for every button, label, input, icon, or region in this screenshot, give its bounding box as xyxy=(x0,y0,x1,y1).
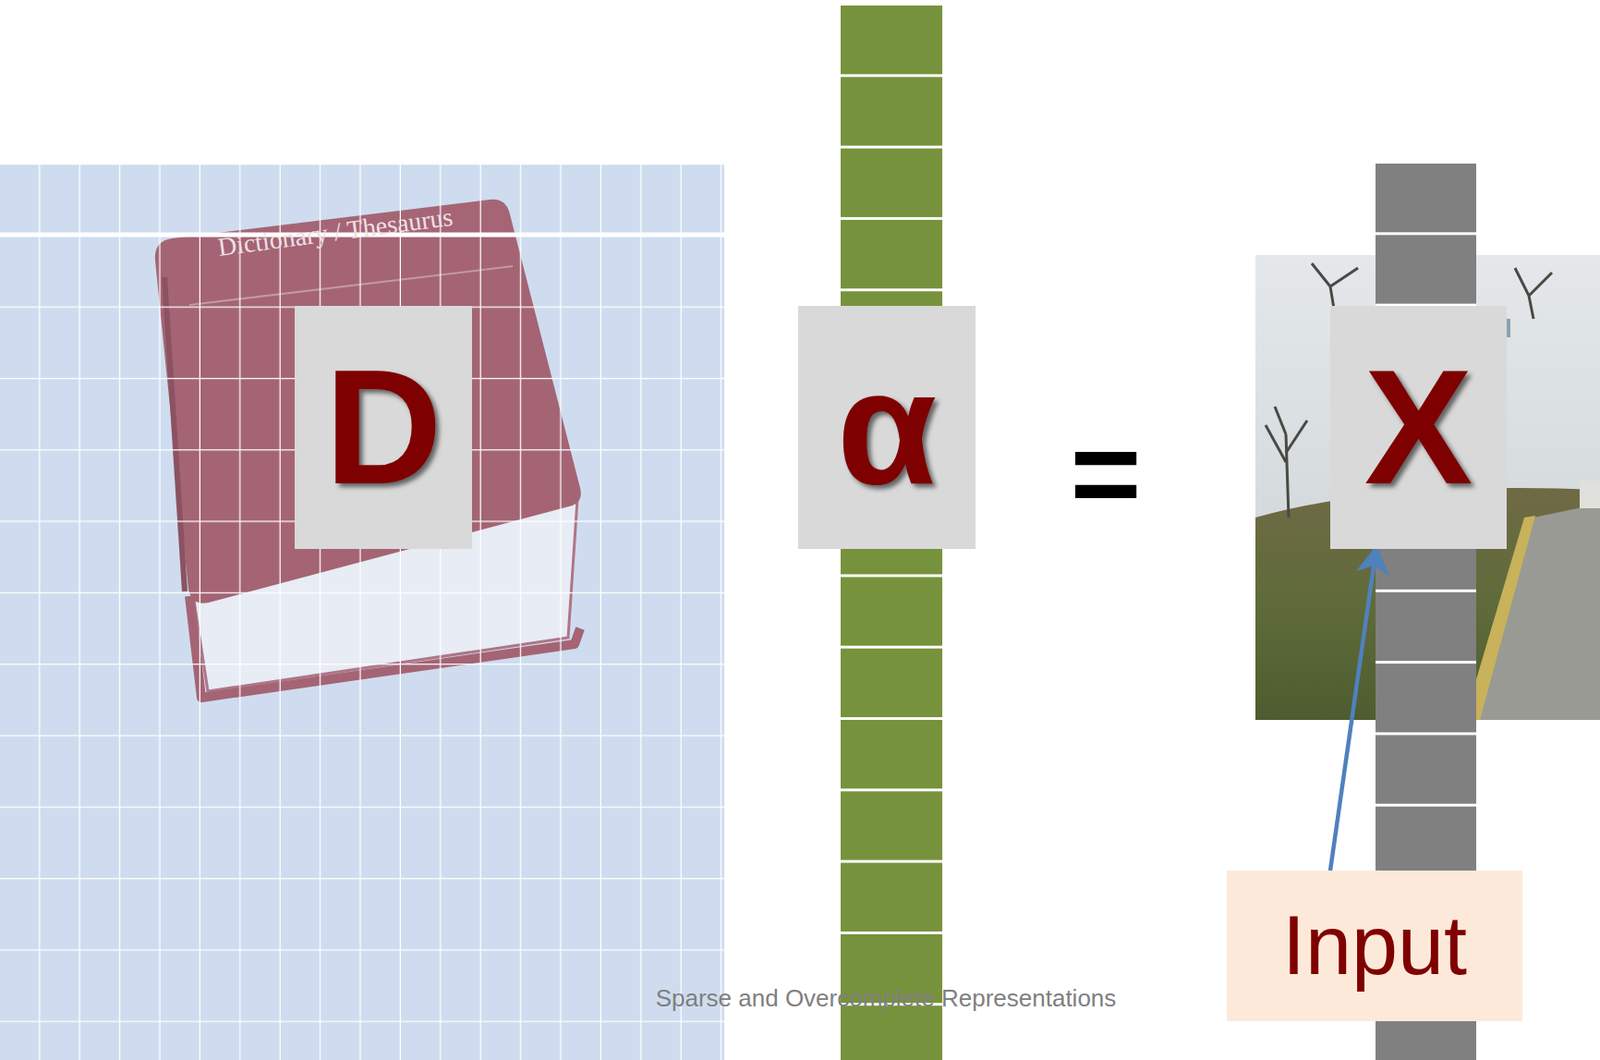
symbol-text: α xyxy=(836,338,937,518)
symbol-text: D xyxy=(324,338,442,518)
coefficient-symbol: α xyxy=(798,305,976,549)
symbol-text: X xyxy=(1364,338,1473,518)
footer-watermark: Sparse and Overcomplete Representations xyxy=(655,985,1117,1010)
dictionary-symbol: D xyxy=(294,305,473,549)
pointer-arrow xyxy=(1330,548,1377,871)
equals-sign: = xyxy=(1069,412,1141,535)
symbol-text: Input xyxy=(1282,899,1467,992)
input-callout: Input xyxy=(1226,870,1523,1021)
input-symbol: X xyxy=(1330,305,1507,549)
dictionary-panel xyxy=(0,163,725,1060)
